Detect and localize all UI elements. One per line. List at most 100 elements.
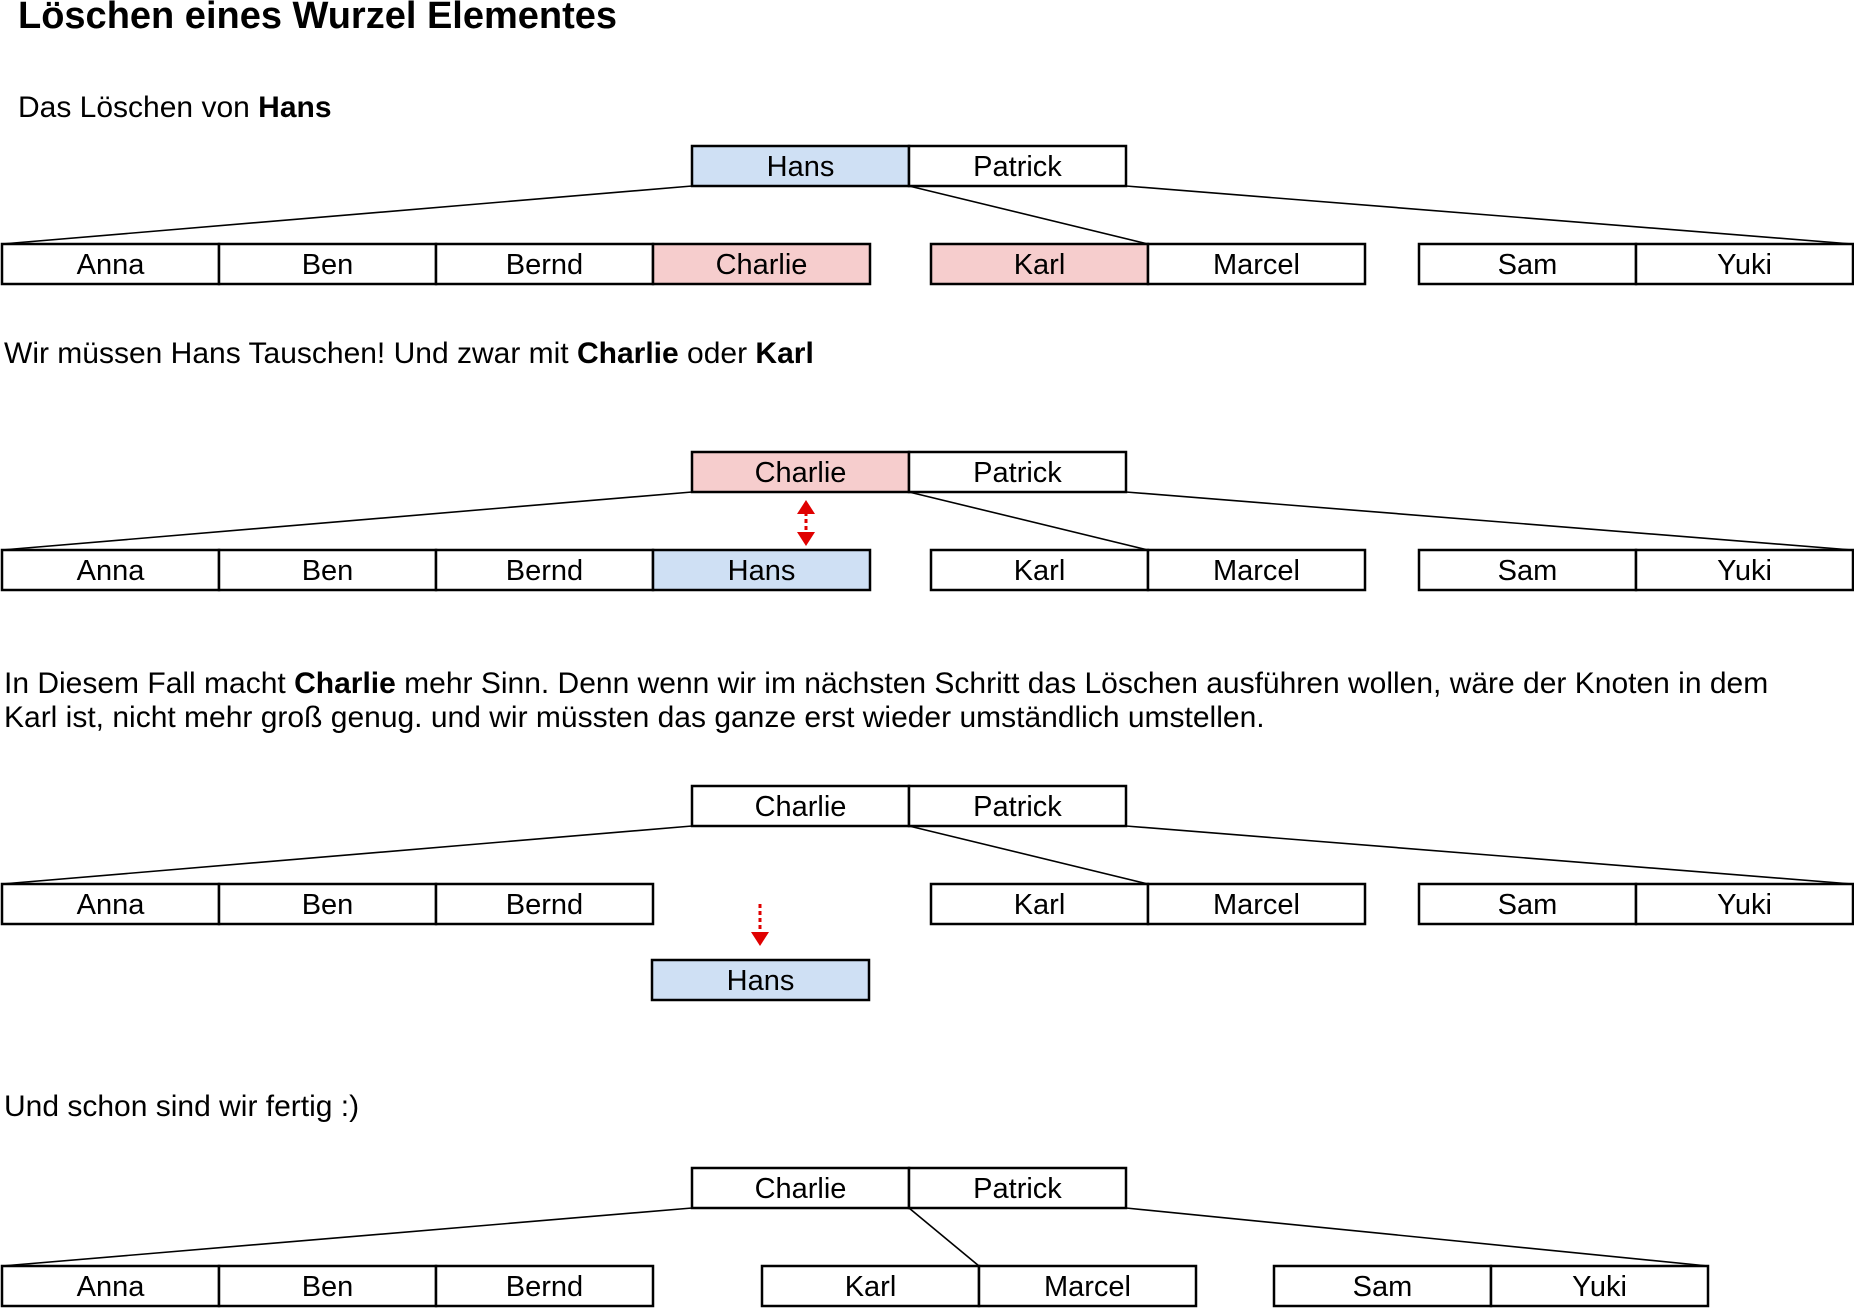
tree-link-1 — [1, 1207, 693, 1267]
root-key-1-label: Charlie — [755, 1173, 847, 1205]
child-node-2-key-2: Marcel — [1146, 548, 1367, 592]
tree-link-2 — [908, 1207, 980, 1267]
child-node-1-key-4: Charlie — [651, 242, 872, 286]
child-node-1-key-2-label: Ben — [302, 555, 354, 587]
child-node-1-key-1-box — [0, 882, 221, 926]
swap-text-pre: Wir müssen Hans Tauschen! Und zwar mit — [4, 337, 577, 370]
child-node-3-key-1-label: Sam — [1498, 889, 1558, 921]
page-title: Löschen eines Wurzel Elementes — [18, 0, 618, 37]
removed-key-box — [650, 958, 871, 1002]
swap-arrow-down-icon — [797, 532, 815, 546]
root-key-1: Hans — [690, 144, 911, 188]
root-key-1-label: Charlie — [755, 791, 847, 823]
root-key-2: Patrick — [907, 450, 1128, 494]
child-node-1-key-1-box — [0, 1264, 221, 1308]
tree-link-1 — [1, 491, 693, 551]
child-node-3-key-2-label: Yuki — [1717, 249, 1772, 281]
child-node-2-key-2: Marcel — [1146, 242, 1367, 286]
root-key-2-box — [907, 144, 1128, 188]
child-node-1-key-4-label: Hans — [728, 555, 796, 587]
child-node-3-key-2: Yuki — [1634, 548, 1854, 592]
root-key-2-label: Patrick — [973, 457, 1062, 489]
root-key-2-box — [907, 450, 1128, 494]
child-node-3-key-2-box — [1634, 242, 1854, 286]
root-key-2-label: Patrick — [973, 1173, 1062, 1205]
child-node-1-key-4-label: Charlie — [716, 249, 808, 281]
child-node-1-key-4-box — [651, 548, 872, 592]
child-node-1-key-1: Anna — [0, 882, 221, 926]
child-node-1-key-2-box — [217, 882, 438, 926]
tree-link-3 — [1125, 1207, 1709, 1267]
root-key-1: Charlie — [690, 1166, 911, 1210]
root-key-2: Patrick — [907, 144, 1128, 188]
reason-line-1-name: Charlie — [294, 667, 396, 700]
child-node-1-key-2: Ben — [217, 548, 438, 592]
child-node-1-key-2-box — [217, 242, 438, 286]
intro-text-pre: Das Löschen von — [18, 91, 259, 124]
child-node-2-key-2-box — [1146, 242, 1367, 286]
intro-text-name: Hans — [258, 91, 332, 124]
child-node-1-key-3-box — [434, 242, 655, 286]
child-node-1-key-2: Ben — [217, 242, 438, 286]
tree-link-2 — [908, 825, 1149, 885]
tree-link-1 — [1, 825, 693, 885]
child-node-1-key-3-box — [434, 1264, 655, 1308]
root-key-1-label: Charlie — [755, 457, 847, 489]
child-node-1-key-2-label: Ben — [302, 1271, 354, 1303]
child-node-1-key-3-label: Bernd — [506, 1271, 583, 1303]
child-node-1-key-1-label: Anna — [77, 889, 146, 921]
child-node-1-key-1-box — [0, 242, 221, 286]
child-node-1-key-2: Ben — [217, 882, 438, 926]
child-node-3-key-2: Yuki — [1634, 242, 1854, 286]
child-node-1-key-1: Anna — [0, 242, 221, 286]
child-node-2-key-1: Karl — [760, 1264, 981, 1308]
tree-link-2 — [908, 491, 1149, 551]
child-node-1-key-1-label: Anna — [77, 555, 146, 587]
swap-text: Wir müssen Hans Tauschen! Und zwar mit C… — [4, 336, 814, 372]
child-node-1-key-1-label: Anna — [77, 1271, 146, 1303]
tree-link-2 — [908, 185, 1149, 245]
tree-link-1 — [1, 185, 693, 245]
child-node-1-key-3-label: Bernd — [506, 555, 583, 587]
reason-line-1-pre: In Diesem Fall macht — [4, 667, 295, 700]
swap-text-mid: oder — [678, 337, 756, 370]
child-node-2-key-2-box — [1146, 548, 1367, 592]
child-node-2-key-2: Marcel — [977, 1264, 1198, 1308]
root-key-2-label: Patrick — [973, 151, 1062, 183]
child-node-3-key-1: Sam — [1272, 1264, 1493, 1308]
child-node-1-key-4: Hans — [651, 548, 872, 592]
child-node-3-key-2-box — [1489, 1264, 1710, 1308]
child-node-2-key-1: Karl — [929, 882, 1150, 926]
child-node-3-key-1-box — [1417, 548, 1638, 592]
child-node-1-key-2-label: Ben — [302, 889, 354, 921]
child-node-3-key-2-box — [1634, 882, 1854, 926]
child-node-3-key-2: Yuki — [1489, 1264, 1710, 1308]
child-node-3-key-2-label: Yuki — [1717, 555, 1772, 587]
child-node-1-key-2-label: Ben — [302, 249, 354, 281]
swap-text-name2: Karl — [755, 337, 814, 370]
child-node-3-key-1-label: Sam — [1498, 555, 1558, 587]
swap-arrow-up-icon — [797, 500, 815, 514]
done-text: Und schon sind wir fertig :) — [4, 1090, 360, 1123]
child-node-3-key-2-label: Yuki — [1717, 889, 1772, 921]
reason-line-1-post: mehr Sinn. Denn wenn wir im nächsten Sch… — [395, 667, 1769, 700]
root-key-2: Patrick — [907, 1166, 1128, 1210]
removed-key: Hans — [650, 958, 871, 1002]
child-node-3-key-1-box — [1417, 242, 1638, 286]
reason-line-1: In Diesem Fall macht Charlie mehr Sinn. … — [4, 666, 1768, 702]
child-node-1-key-1: Anna — [0, 548, 221, 592]
tree-link-3 — [1125, 825, 1853, 885]
root-key-2-label: Patrick — [973, 791, 1062, 823]
root-key-2-box — [907, 784, 1128, 828]
child-node-1-key-1-box — [0, 548, 221, 592]
child-node-3-key-1: Sam — [1417, 242, 1638, 286]
child-node-1-key-3-box — [434, 548, 655, 592]
child-node-3-key-2: Yuki — [1634, 882, 1854, 926]
tree-link-3 — [1125, 491, 1853, 551]
child-node-3-key-1-box — [1272, 1264, 1493, 1308]
child-node-1-key-1-label: Anna — [77, 249, 146, 281]
